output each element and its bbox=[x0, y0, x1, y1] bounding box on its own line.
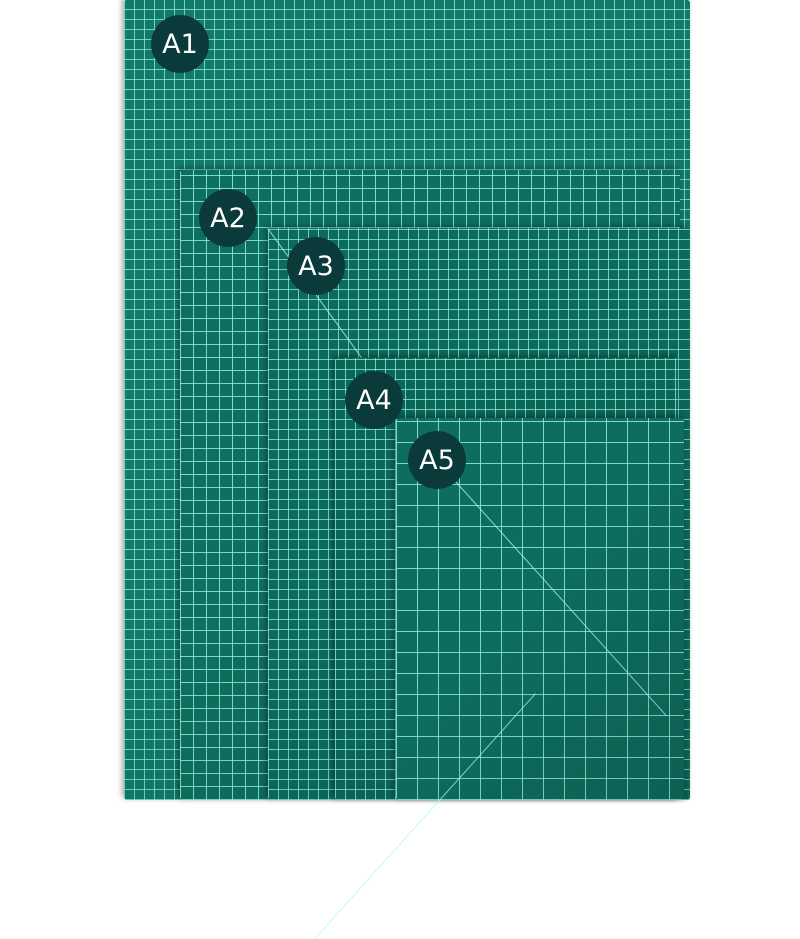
size-label-a5: A5 bbox=[408, 431, 466, 489]
size-label-a3: A3 bbox=[287, 237, 345, 295]
size-label-a2: A2 bbox=[199, 189, 257, 247]
size-label-a1: A1 bbox=[151, 15, 209, 73]
diagonal-line bbox=[425, 448, 667, 717]
size-label-a4: A4 bbox=[345, 371, 403, 429]
